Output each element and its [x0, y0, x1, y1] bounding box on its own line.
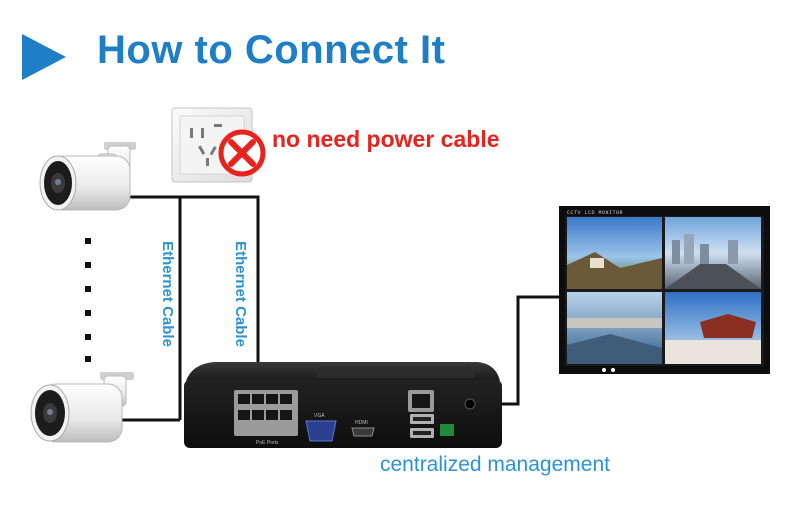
title-arrow-icon	[22, 34, 66, 80]
centralized-management-caption: centralized management	[380, 453, 610, 476]
lcd-monitor	[559, 206, 770, 374]
cable-top-camera	[125, 195, 260, 393]
no-power-icon	[218, 129, 266, 177]
more-cameras-dots	[85, 238, 91, 362]
page-title: How to Connect It	[97, 28, 446, 72]
nvr-recorder	[184, 362, 502, 448]
monitor-header: CCTV LCD MONITOR	[567, 210, 624, 216]
camera-top	[39, 142, 136, 211]
poe-ports-label: PoE Ports	[256, 440, 279, 446]
hdmi-label: HDMI	[355, 420, 368, 426]
ethernet-cable-label-right: Ethernet Cable	[232, 241, 249, 347]
vga-label: VGA	[314, 413, 325, 419]
ethernet-cable-label-left: Ethernet Cable	[159, 241, 176, 347]
camera-bottom	[30, 372, 134, 443]
no-power-cable-warning: no need power cable	[272, 126, 500, 152]
